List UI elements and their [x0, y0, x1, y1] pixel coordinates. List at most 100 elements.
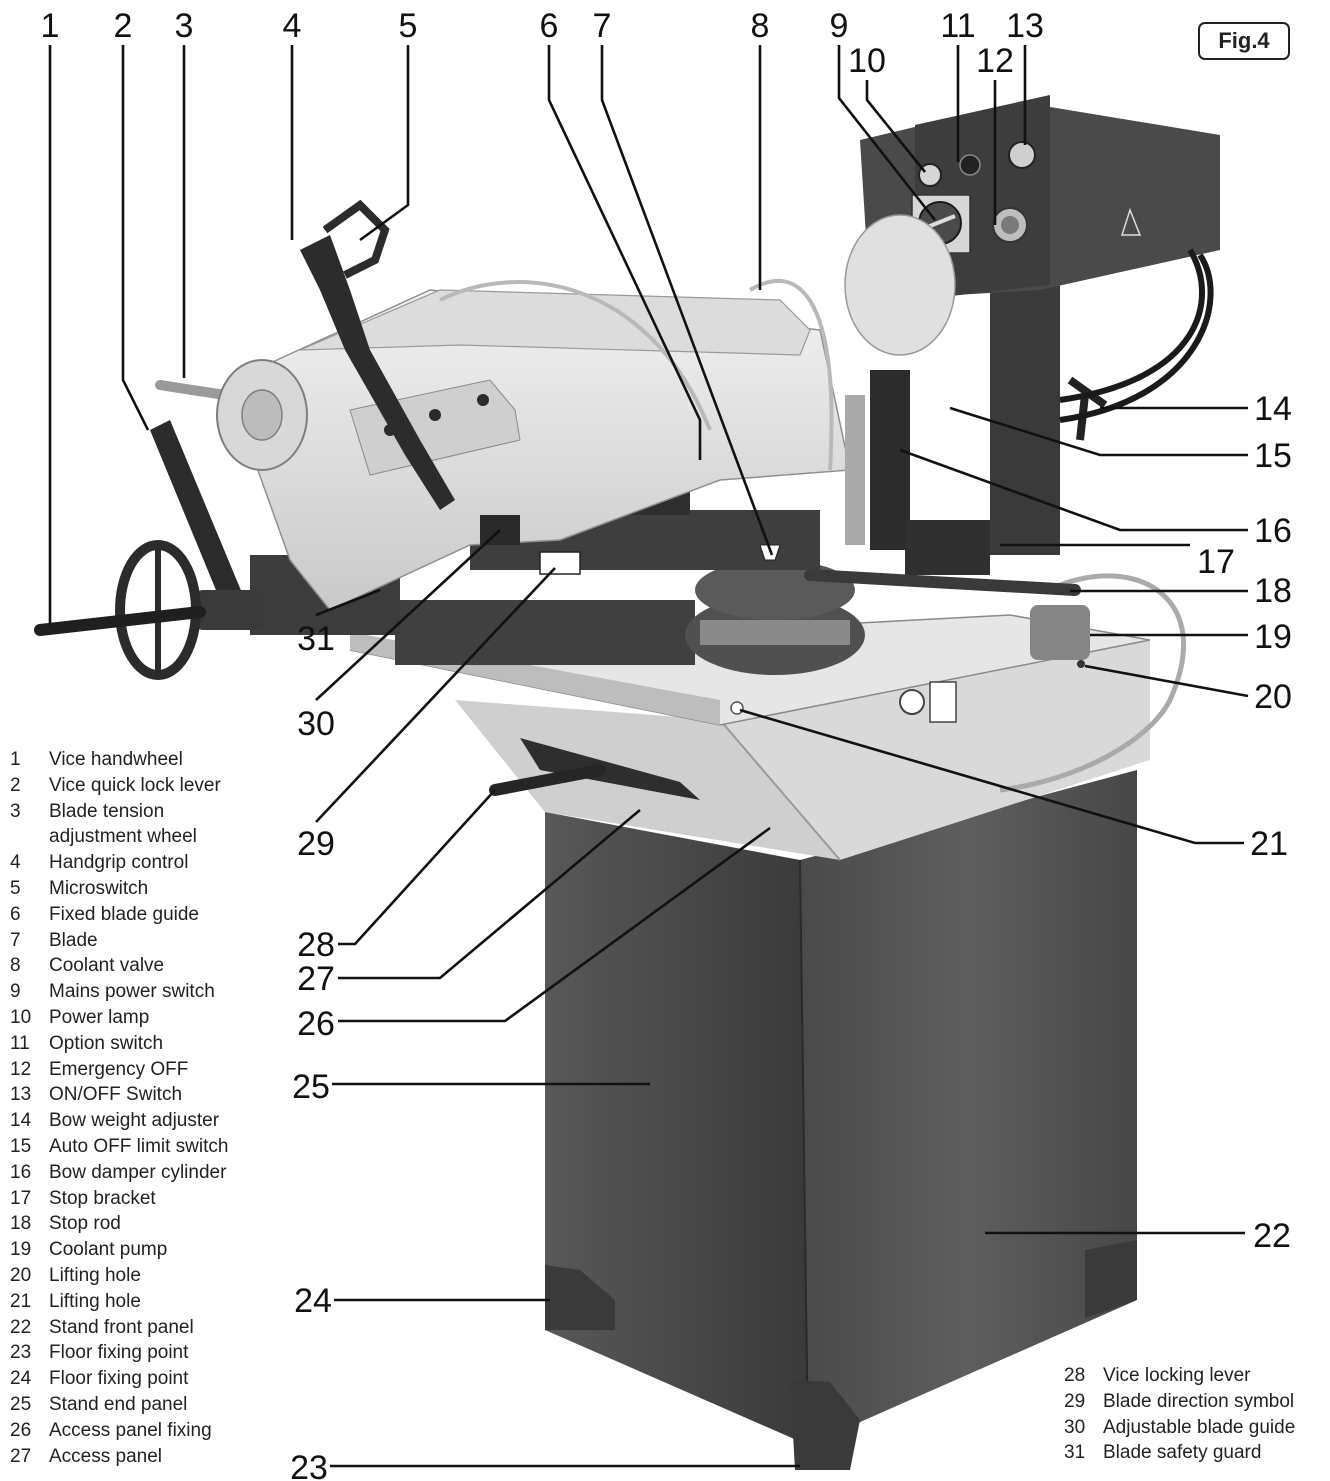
legend-text: Access panel [49, 1445, 163, 1467]
callout-24: 24 [294, 1282, 332, 1320]
callout-12: 12 [976, 42, 1014, 80]
legend-number: 21 [10, 1290, 32, 1312]
callout-14: 14 [1254, 390, 1292, 428]
coolant-pump [1030, 605, 1090, 660]
legend-text: Vice locking lever [1103, 1365, 1251, 1386]
callout-1: 1 [41, 7, 60, 45]
on-off-switch [1008, 141, 1036, 169]
callout-7: 7 [593, 7, 612, 45]
legend-text: Microswitch [49, 877, 149, 899]
legend-text: Auto OFF limit switch [49, 1135, 229, 1157]
callout-18: 18 [1254, 572, 1292, 610]
legend-number: 5 [10, 877, 21, 899]
legend-item: 14 Bow weight adjuster [10, 1108, 228, 1134]
figure-label: Fig.4 [1198, 22, 1290, 60]
legend-number: 3 [10, 800, 21, 822]
legend-number: 31 [1064, 1442, 1086, 1464]
leader-6 [547, 45, 702, 460]
legend-text: Floor fixing point [49, 1342, 189, 1364]
legend-number: 9 [10, 981, 21, 1003]
legend-number: 24 [10, 1368, 32, 1390]
callout-8: 8 [751, 7, 770, 45]
callout-28: 28 [297, 926, 335, 964]
machine-illustration [34, 95, 1220, 1470]
legend-text: Option switch [49, 1032, 164, 1054]
callout-27: 27 [297, 960, 335, 998]
legend-number: 11 [10, 1032, 30, 1054]
callout-numbers: 1 2 3 4 5 6 7 8 9 10 11 12 13 14 15 16 1… [41, 7, 1292, 1481]
legend-item: 11 Option switch [10, 1031, 228, 1057]
leader-26 [338, 826, 771, 1023]
legend-text: Stop bracket [49, 1187, 156, 1209]
callout-30: 30 [297, 705, 335, 743]
legend-text: Vice quick lock lever [49, 774, 221, 796]
legend-text: Coolant valve [49, 955, 165, 977]
leader-31 [315, 588, 381, 617]
legend-number: 12 [10, 1058, 32, 1080]
legend-number: 29 [1064, 1390, 1086, 1412]
callout-29: 29 [297, 825, 335, 863]
legend-text: ON/OFF Switch [49, 1084, 183, 1106]
leader-7 [600, 45, 774, 556]
callout-21: 21 [1250, 825, 1288, 863]
legend-number: 13 [10, 1084, 32, 1106]
option-switch [959, 154, 981, 176]
callout-17: 17 [1197, 543, 1235, 581]
legend-text: Blade safety guard [1103, 1442, 1262, 1464]
stand-front-panel [800, 770, 1137, 1445]
leader-9 [837, 45, 937, 221]
legend-number: 22 [10, 1316, 32, 1338]
legend-item: 15 Auto OFF limit switch [10, 1134, 228, 1160]
callout-20: 20 [1254, 678, 1292, 716]
legend-number: 20 [10, 1264, 32, 1286]
legend-text: Stand front panel [49, 1316, 194, 1338]
legend-number: 30 [1064, 1416, 1086, 1438]
callout-6: 6 [540, 7, 559, 45]
legend-number: 14 [10, 1110, 32, 1132]
legend-number: 1 [10, 749, 21, 770]
callout-26: 26 [297, 1005, 335, 1043]
leader-10 [865, 80, 927, 173]
legend-number: 26 [10, 1419, 32, 1441]
stop-bracket [905, 520, 990, 575]
callout-2: 2 [114, 7, 133, 45]
legend-text: Stand end panel [49, 1393, 188, 1415]
callout-23: 23 [290, 1449, 328, 1481]
column [990, 280, 1060, 555]
legend-text: Coolant pump [49, 1239, 168, 1261]
legend-number: 27 [10, 1445, 32, 1467]
legend-item: 5 Microswitch [10, 876, 228, 902]
callout-22: 22 [1253, 1217, 1291, 1255]
legend-text: Bow weight adjuster [49, 1110, 220, 1132]
legend-number: 2 [10, 774, 21, 796]
legend-number: 16 [10, 1161, 32, 1183]
leader-29 [315, 567, 556, 823]
legend-text: Vice handwheel [49, 749, 183, 770]
legend-number: 15 [10, 1135, 32, 1157]
coolant-hose [439, 280, 712, 431]
callout-31: 31 [297, 620, 335, 658]
callout-13: 13 [1006, 7, 1044, 45]
leader-27 [338, 809, 641, 980]
legend-text: Stop rod [49, 1213, 121, 1235]
leader-21 [739, 708, 1244, 845]
floor-fixing-foot-left [545, 1265, 615, 1330]
legend-number: 6 [10, 903, 21, 925]
stand-end-panel [545, 812, 808, 1445]
microswitch [322, 199, 390, 279]
